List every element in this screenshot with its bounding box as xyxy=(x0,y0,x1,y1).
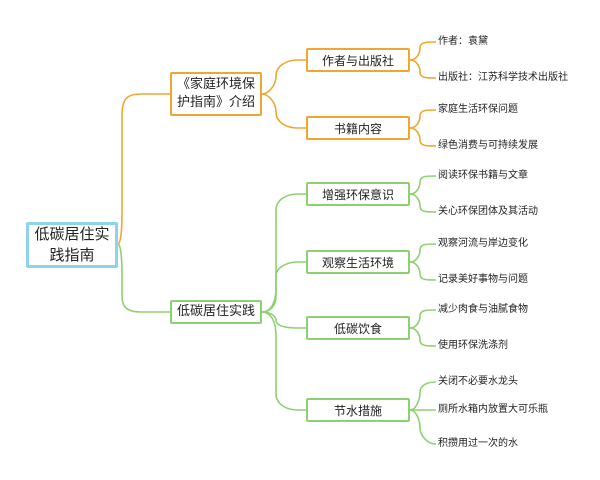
branch-practice: 低碳居住实践 xyxy=(170,300,262,324)
connector-leaf xyxy=(409,59,437,79)
connector-branch2-child1 xyxy=(261,193,306,313)
connector-leaf xyxy=(409,41,437,61)
node-observe: 观察生活环境 xyxy=(306,250,410,274)
connector-leaf xyxy=(409,381,437,411)
leaf-less-meat: 减少肉食与油腻食物 xyxy=(438,304,528,315)
connector-leaf xyxy=(409,109,437,129)
connector-leaf xyxy=(409,327,437,347)
node-book-content-label: 书籍内容 xyxy=(333,121,382,136)
leaf-reuse-water: 积攒用过一次的水 xyxy=(438,438,518,449)
branch-book-intro-line1: 《家庭环境保 xyxy=(176,77,255,92)
connector-root-branch1 xyxy=(117,93,170,245)
connector-branch2-child3 xyxy=(261,311,306,329)
connector-branch2-child2 xyxy=(261,261,306,313)
connector-leaf xyxy=(409,261,437,281)
node-water-saving: 节水措施 xyxy=(306,398,410,422)
branch-practice-label: 低碳居住实践 xyxy=(176,304,255,319)
leaf-eco-detergent: 使用环保洗涤剂 xyxy=(438,340,508,351)
root-label-line1: 低碳居住实 xyxy=(34,225,110,243)
connector-leaf xyxy=(409,409,437,445)
node-author-publisher-label: 作者与出版社 xyxy=(321,53,394,68)
connector-branch1-child2 xyxy=(261,93,306,129)
node-low-carbon-diet: 低碳饮食 xyxy=(306,316,410,340)
connector-branch1-child1 xyxy=(261,59,306,95)
leaf-read-books: 阅读环保书籍与文章 xyxy=(438,170,528,181)
leaf-toilet-bottle: 厕所水箱内放置大可乐瓶 xyxy=(438,404,548,415)
leaf-green-consumption: 绿色消费与可持续发展 xyxy=(438,140,538,151)
leaf-home-env-issues: 家庭生活环保问题 xyxy=(438,104,518,115)
leaf-publisher: 出版社：江苏科学技术出版社 xyxy=(438,72,568,83)
node-author-publisher: 作者与出版社 xyxy=(306,48,410,72)
connector-leaf xyxy=(409,193,437,213)
connector-branch2-child4 xyxy=(261,311,306,411)
branch-book-intro: 《家庭环境保 护指南》介绍 xyxy=(170,72,262,116)
connector-leaf xyxy=(409,243,437,263)
node-awareness: 增强环保意识 xyxy=(306,182,410,206)
node-observe-label: 观察生活环境 xyxy=(321,255,394,270)
connector-leaf xyxy=(409,175,437,195)
root-label-line2: 践指南 xyxy=(49,246,95,264)
root-node: 低碳居住实 践指南 xyxy=(26,222,118,268)
leaf-record-things: 记录美好事物与问题 xyxy=(438,274,528,285)
leaf-observe-river: 观察河流与岸边变化 xyxy=(438,238,528,249)
connector-leaf xyxy=(409,309,437,329)
node-water-saving-label: 节水措施 xyxy=(333,403,382,418)
node-low-carbon-diet-label: 低碳饮食 xyxy=(333,321,382,336)
connector-leaf xyxy=(409,127,437,147)
leaf-close-tap: 关闭不必要水龙头 xyxy=(438,376,518,387)
leaf-author: 作者：袁黛 xyxy=(438,36,488,47)
leaf-care-groups: 关心环保团体及其活动 xyxy=(438,206,538,217)
branch-book-intro-line2: 护指南》介绍 xyxy=(176,95,255,110)
node-awareness-label: 增强环保意识 xyxy=(321,187,394,202)
node-book-content: 书籍内容 xyxy=(306,116,410,140)
connector-root-branch2 xyxy=(117,243,170,313)
